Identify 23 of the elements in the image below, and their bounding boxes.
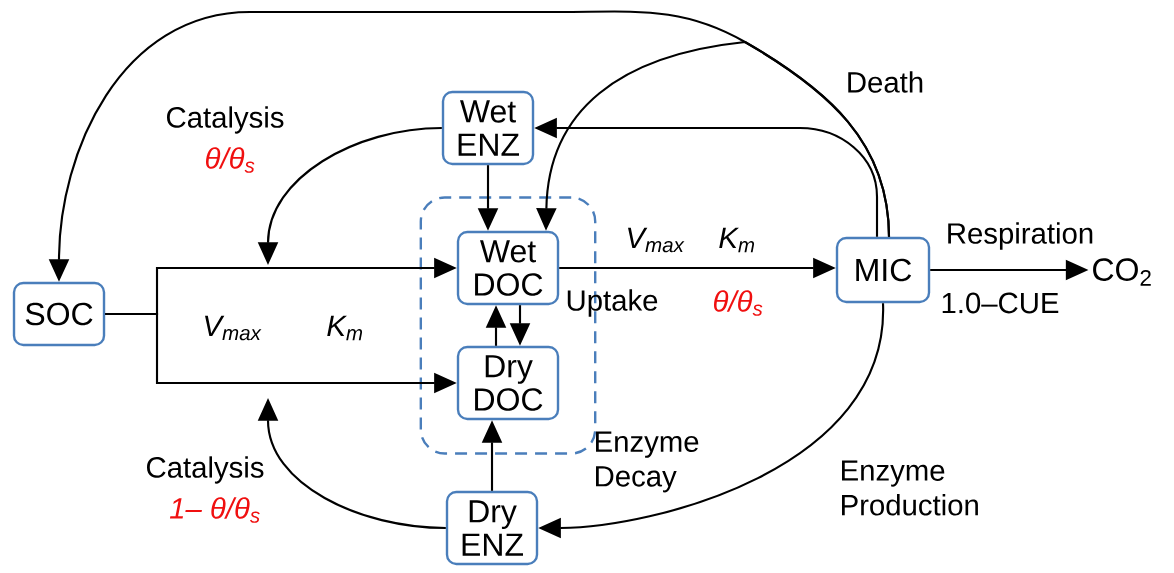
text-label: Enzyme Decay <box>596 431 699 493</box>
text-label: Catalysis <box>167 106 284 134</box>
process-box: Dry DOC <box>456 345 560 421</box>
text-label: Respiration <box>948 222 1093 250</box>
process-box: MIC <box>835 236 931 304</box>
product-text: CO$_{2}$ <box>1093 258 1151 286</box>
factor-label: 1– θ/θ$_{s}$ <box>169 497 260 523</box>
factor-label: θ/θ$_{s}$ <box>206 147 255 173</box>
text-label: K$_{m}$ <box>719 227 755 253</box>
process-box: Wet DOC <box>456 230 560 306</box>
factor-label: θ/θ$_{s}$ <box>714 290 763 316</box>
process-box: Dry ENZ <box>445 490 539 566</box>
text-label: Uptake <box>567 289 658 317</box>
process-box: Wet ENZ <box>441 90 535 166</box>
process-box: SOC <box>12 281 106 347</box>
text-label: V$_{max}$ <box>628 227 685 253</box>
arrow <box>536 40 891 237</box>
text-label: V$_{max}$ <box>205 315 262 341</box>
text-label: K$_{m}$ <box>327 315 363 341</box>
text-label: Death <box>848 71 923 93</box>
text-label: Enzyme Production <box>842 460 978 516</box>
text-label: 1.0–CUE <box>942 292 1059 314</box>
text-label: Catalysis <box>147 456 264 484</box>
